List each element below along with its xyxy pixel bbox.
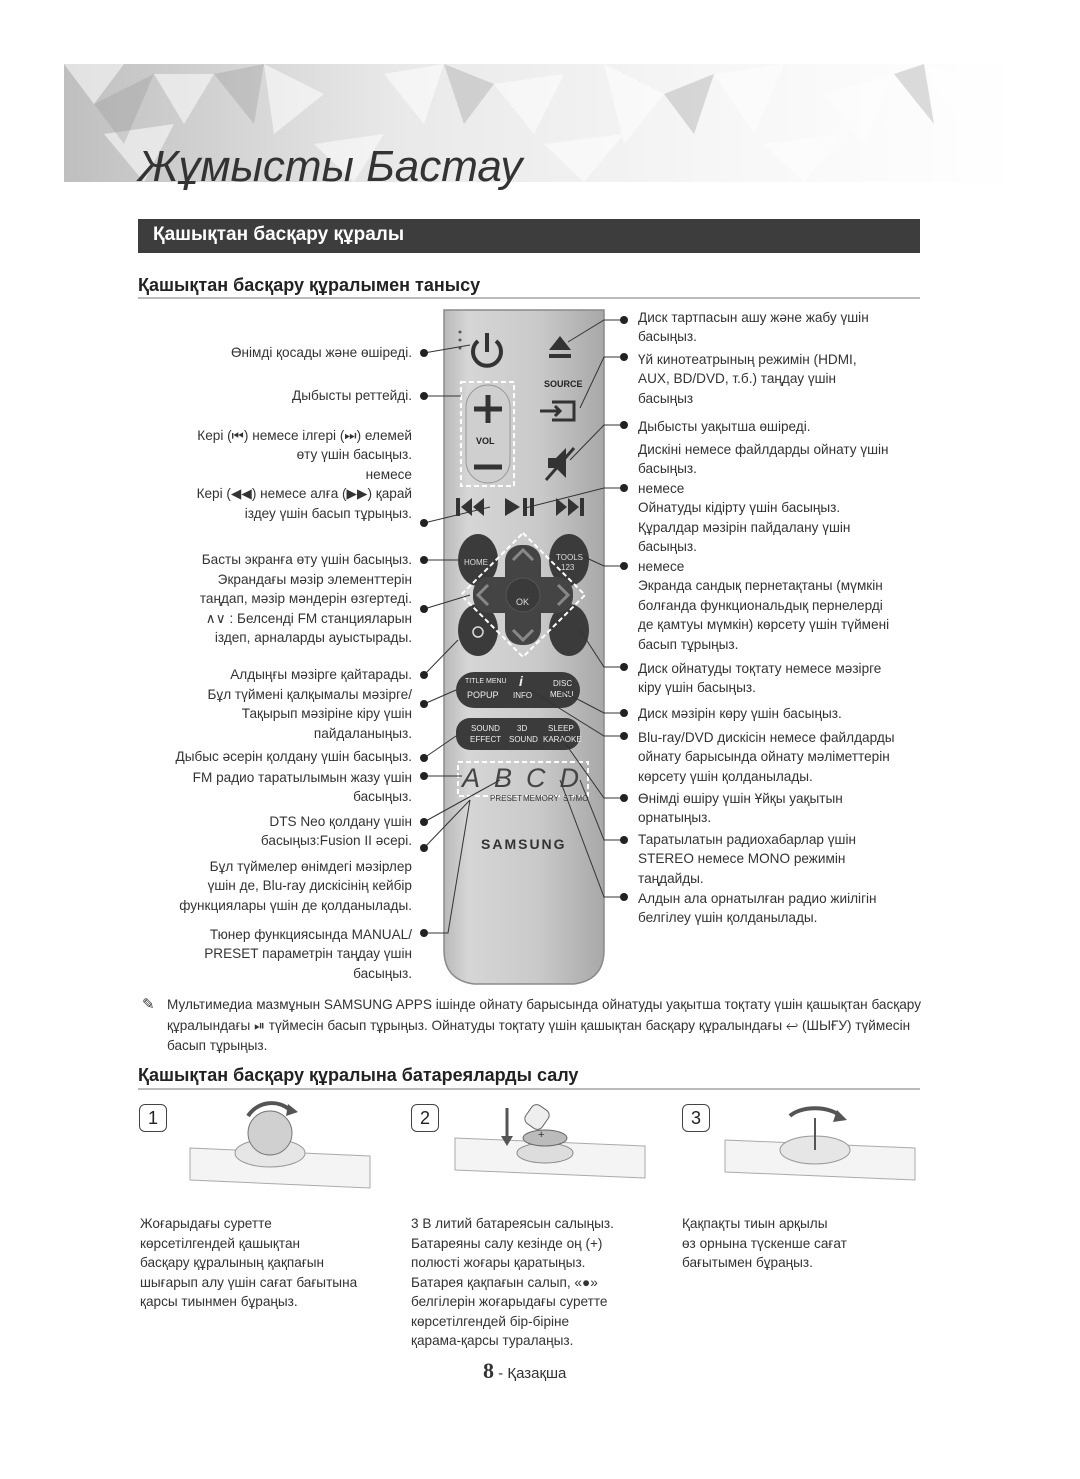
- callout-dot: [420, 671, 428, 679]
- 3d-label: 3D: [517, 724, 528, 733]
- label-home: Басты экранға өту үшін басыңыз.: [201, 552, 412, 567]
- label-popup-menu: Бұл түймені қалқымалы мәзірге/ Тақырып м…: [207, 687, 412, 741]
- page-number: 8: [483, 1358, 494, 1383]
- abcd-buttons: ABCD: [462, 763, 593, 794]
- callout-dot: [420, 772, 428, 780]
- page-footer: 8 - Қазақша: [483, 1358, 566, 1384]
- subsection-title-intro: Қашықтан басқару құралымен танысу: [138, 275, 481, 295]
- callout-dot: [620, 663, 628, 671]
- callout-dot: [620, 353, 628, 361]
- menu-label: MENU: [550, 690, 574, 699]
- label-power: Өнімді қосады және өшіреді.: [230, 345, 412, 360]
- callout-dot: [420, 556, 428, 564]
- label-preset-memory: Алдын ала орнатылған радио жиілігін белг…: [638, 891, 877, 926]
- callout-dot: [420, 605, 428, 613]
- label-volume: Дыбысты реттейді.: [292, 388, 412, 403]
- header-banner: [64, 64, 1016, 182]
- callout-dot: [620, 732, 628, 740]
- label-stop-menu: Диск ойнатуды тоқтату немесе мәзірге кір…: [638, 661, 882, 696]
- c-button: C: [526, 763, 560, 793]
- callout-dot: [420, 519, 428, 527]
- step-number: 1: [139, 1104, 167, 1132]
- callout-dot: [420, 929, 428, 937]
- label-eject: Диск тартпасын ашу және жабу үшін басыңы…: [638, 310, 869, 345]
- samsung-logo: SAMSUNG: [481, 836, 567, 852]
- vol-label: VOL: [476, 436, 495, 446]
- section-header: Қашықтан басқару құралы: [138, 219, 920, 253]
- note-text: Мультимедиа мазмұнын SAMSUNG APPS ішінде…: [167, 997, 921, 1053]
- source-label: SOURCE: [544, 379, 583, 389]
- step-2-illustration: [454, 1104, 646, 1179]
- tools-label: TOOLS: [556, 553, 583, 562]
- sleep-label: SLEEP: [548, 724, 574, 733]
- step-number: 2: [411, 1104, 439, 1132]
- sound-label: SOUND: [471, 724, 500, 733]
- page-language: - Қазақша: [498, 1365, 567, 1382]
- popup-label: POPUP: [467, 690, 499, 700]
- callout-dot: [420, 392, 428, 400]
- step-1-illustration: [189, 1101, 371, 1189]
- callout-dot: [420, 818, 428, 826]
- label-abcd-buttons: Бұл түймелер өнімдегі мәзірлер үшін де, …: [179, 859, 412, 913]
- callout-dot: [620, 421, 628, 429]
- subsection-title-battery: Қашықтан басқару құралына батареяларды с…: [138, 1065, 579, 1085]
- preset-label: PRESET: [490, 794, 523, 803]
- label-sleep: Өнімді өшіру үшін Ұйқы уақытын орнатыңыз…: [638, 791, 843, 826]
- callout-dot: [420, 349, 428, 357]
- chapter-title: Жұмысты Бастау: [138, 142, 523, 191]
- home-label: HOME: [464, 558, 488, 567]
- battery-plus-label: +: [538, 1129, 545, 1141]
- tools-sub-label: 123: [561, 563, 575, 572]
- label-pause: немесе Ойнатуды кідірту үшін басыңыз.: [638, 481, 841, 516]
- label-keypad: немесе Экранда сандық пернетақтаны (мүмк…: [638, 559, 890, 652]
- section-title: Қашықтан басқару құралы: [153, 224, 405, 245]
- label-dts-neo: DTS Neo қолдану үшін басыңыз:Fusion II ә…: [260, 814, 412, 849]
- callout-dot: [620, 484, 628, 492]
- st-mo-label: ST/MO: [563, 794, 589, 803]
- callout-dot: [420, 844, 428, 852]
- memory-label: MEMORY: [523, 794, 559, 803]
- label-play: Дискіні немесе файлдарды ойнату үшін бас…: [638, 442, 889, 477]
- disc-label: DISC: [553, 679, 573, 688]
- b-button: B: [494, 763, 527, 793]
- label-stereo-mono: Таратылатын радиохабарлар үшін STEREO не…: [638, 832, 856, 886]
- label-fm-record: FM радио таратылымын жазу үшін басыңыз.: [192, 770, 412, 805]
- callout-dot: [620, 562, 628, 570]
- effect-label: EFFECT: [470, 735, 502, 744]
- a-button: A: [462, 763, 495, 793]
- info-label: INFO: [513, 691, 533, 700]
- label-info: Blu-ray/DVD дискісін немесе файлдарды ой…: [638, 730, 895, 784]
- label-return: Алдыңғы мәзірге қайтарады.: [230, 667, 412, 682]
- step-1-text: Жоғарыдағы суретте көрсетілгендей қашықт…: [140, 1216, 358, 1309]
- 3d-sound-label: SOUND: [509, 735, 538, 744]
- callout-dot: [620, 794, 628, 802]
- ok-label: OK: [516, 597, 530, 607]
- d-button: D: [559, 763, 594, 793]
- callout-dot: [620, 316, 628, 324]
- label-tools: Құралдар мәзірін пайдалану үшін басыңыз.: [638, 520, 851, 555]
- title-menu-label: TITLE MENU: [465, 678, 507, 685]
- label-disc-menu: Диск мәзірін көру үшін басыңыз.: [638, 706, 842, 721]
- step-3-illustration: [724, 1106, 916, 1181]
- step-3-text: Қақпақты тиын арқылы өз орнына түскенше …: [682, 1216, 847, 1270]
- info-icon: i: [519, 673, 523, 689]
- divider: [138, 297, 920, 299]
- label-mute: Дыбысты уақытша өшіреді.: [638, 419, 811, 434]
- label-skip-search: Кері (⏮) немесе ілгері (⏭) елемей өту үш…: [196, 428, 412, 521]
- divider: [138, 1088, 920, 1090]
- pencil-icon: ✎: [142, 996, 155, 1013]
- callout-dot: [420, 700, 428, 708]
- callout-dot: [420, 754, 428, 762]
- callout-dot: [620, 836, 628, 844]
- step-2-text: 3 В литий батареясын салыңыз. Батареяны …: [411, 1216, 614, 1348]
- label-tuner-preset: Тюнер функциясында MANUAL/ PRESET параме…: [204, 927, 412, 981]
- callout-dot: [620, 709, 628, 717]
- label-source: Үй кинотеатрының режимін (HDMI, AUX, BD/…: [638, 352, 857, 406]
- label-sound-effect: Дыбыс әсерін қолдану үшін басыңыз.: [175, 749, 413, 764]
- label-navigate: Экрандағы мәзір элементтерін таңдап, мәз…: [199, 572, 412, 646]
- callout-dot: [620, 893, 628, 901]
- step-number: 3: [682, 1104, 710, 1132]
